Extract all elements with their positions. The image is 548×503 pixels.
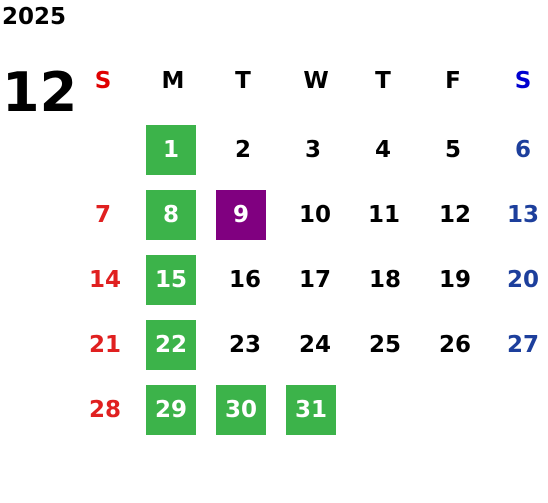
day-cell[interactable]: 26 [438, 332, 471, 358]
day-cell[interactable]: 20 [506, 267, 539, 293]
day-cell[interactable]: 19 [438, 267, 471, 293]
day-cell[interactable]: 12 [438, 202, 471, 228]
year-label: 2025 [2, 4, 67, 30]
day-cell[interactable]: 8 [146, 190, 196, 240]
day-cell[interactable]: 2 [234, 137, 251, 163]
day-cell[interactable]: 31 [286, 385, 336, 435]
day-cell[interactable]: 28 [88, 397, 121, 423]
day-cell[interactable]: 6 [514, 137, 531, 163]
month-number: 12 [2, 61, 78, 124]
day-cell[interactable]: 1 [146, 125, 196, 175]
weekday-header-sat: S [514, 68, 532, 94]
day-cell[interactable]: 24 [298, 332, 331, 358]
day-cell[interactable]: 30 [216, 385, 266, 435]
day-cell[interactable]: 13 [506, 202, 539, 228]
day-cell[interactable]: 27 [506, 332, 539, 358]
day-cell[interactable]: 15 [146, 255, 196, 305]
weekday-header-mon: M [161, 68, 185, 94]
weekday-header-thu: T [375, 68, 391, 94]
day-cell[interactable]: 14 [88, 267, 121, 293]
day-cell[interactable]: 25 [368, 332, 401, 358]
day-cell[interactable]: 29 [146, 385, 196, 435]
day-cell[interactable]: 7 [94, 202, 111, 228]
day-cell-today[interactable]: 9 [216, 190, 266, 240]
day-cell[interactable]: 22 [146, 320, 196, 370]
weekday-header-wed: W [303, 68, 329, 94]
day-cell[interactable]: 5 [444, 137, 461, 163]
day-cell[interactable]: 11 [367, 202, 400, 228]
day-cell[interactable]: 3 [304, 137, 321, 163]
weekday-header-fri: F [445, 68, 461, 94]
day-cell[interactable]: 23 [228, 332, 261, 358]
weekday-header-sun: S [94, 68, 112, 94]
day-cell[interactable]: 10 [298, 202, 331, 228]
day-cell[interactable]: 17 [298, 267, 331, 293]
day-cell[interactable]: 21 [88, 332, 121, 358]
day-cell[interactable]: 16 [228, 267, 261, 293]
weekday-header-tue: T [235, 68, 251, 94]
day-cell[interactable]: 18 [368, 267, 401, 293]
day-cell[interactable]: 4 [374, 137, 391, 163]
